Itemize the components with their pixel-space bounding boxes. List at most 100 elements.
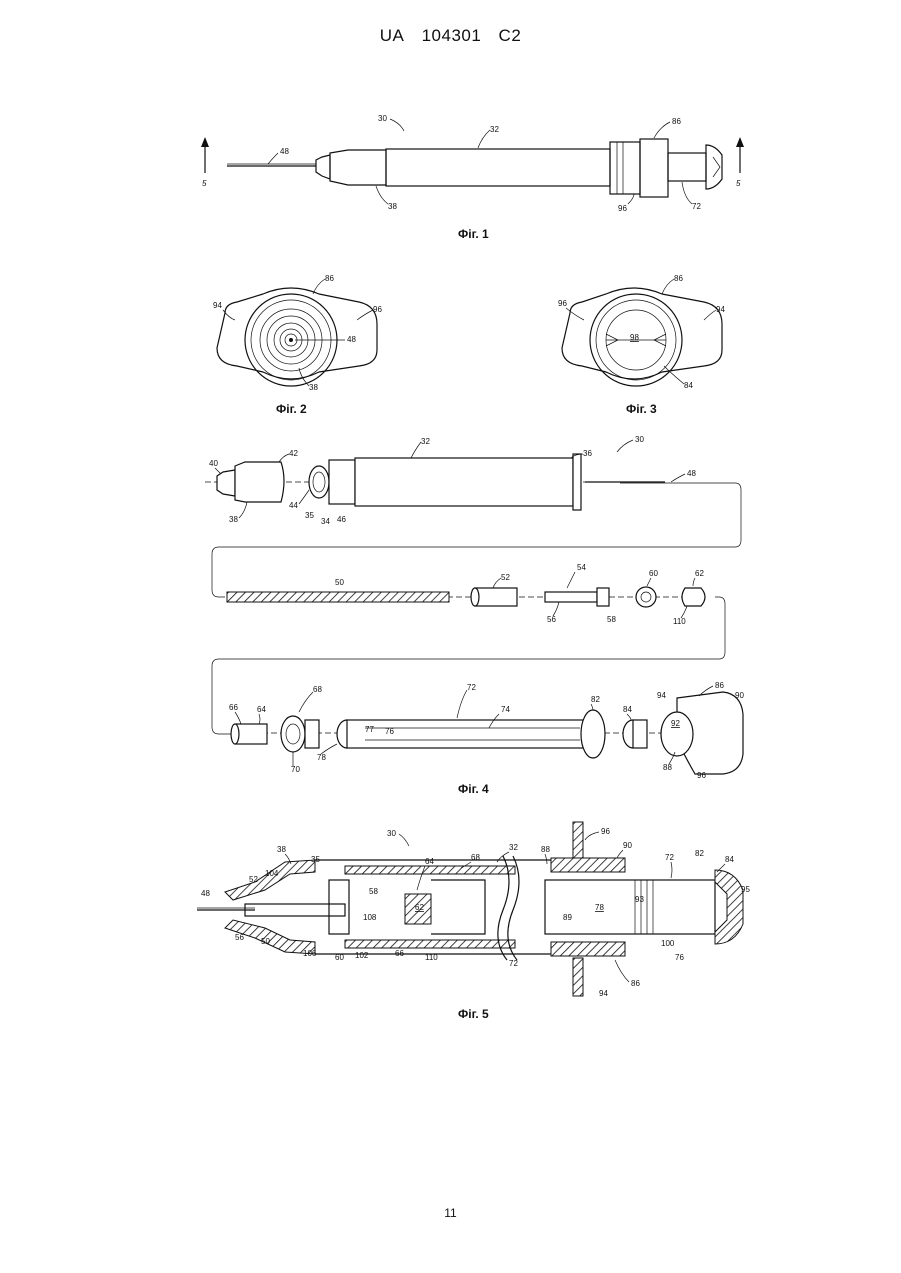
kind-code: C2 <box>499 26 522 45</box>
label: 94 <box>657 691 666 700</box>
grip-outline <box>217 288 377 379</box>
label: 84 <box>725 855 734 864</box>
label: 106 <box>303 949 317 958</box>
label: 110 <box>425 953 438 962</box>
label: 38 <box>277 845 286 854</box>
label: 86 <box>715 681 724 690</box>
label: 88 <box>663 763 672 772</box>
label: 72 <box>509 959 518 968</box>
label: 32 <box>421 437 430 446</box>
figure-1-drawing: 5 5 30 32 48 86 38 96 72 <box>190 105 760 220</box>
label: 48 <box>347 335 356 344</box>
needle-hub-part <box>217 470 235 496</box>
label: 90 <box>735 691 744 700</box>
label: 48 <box>201 889 210 898</box>
label: 72 <box>467 683 476 692</box>
label: 44 <box>289 501 298 510</box>
label: 96 <box>618 204 627 213</box>
label: 62 <box>695 569 704 578</box>
label: 64 <box>257 705 266 714</box>
label: 108 <box>363 913 377 922</box>
label: 82 <box>695 849 704 858</box>
figure-3-caption: Фіг. 3 <box>626 402 657 416</box>
label: 48 <box>687 469 696 478</box>
label: 96 <box>558 299 567 308</box>
label: 72 <box>692 202 701 211</box>
label: 62 <box>415 903 424 912</box>
label: 34 <box>321 517 330 526</box>
label: 96 <box>601 827 610 836</box>
label: 84 <box>623 705 632 714</box>
label: 42 <box>289 449 298 458</box>
label: 32 <box>509 843 518 852</box>
figure-5-caption: Фіг. 5 <box>458 1007 489 1021</box>
label: 92 <box>671 719 680 728</box>
label: 46 <box>337 515 346 524</box>
label: 76 <box>675 953 684 962</box>
grip-outline <box>562 288 722 379</box>
figure-2-caption: Фіг. 2 <box>276 402 307 416</box>
label: 74 <box>501 705 510 714</box>
label: 54 <box>577 563 586 572</box>
label: 104 <box>265 869 279 878</box>
figure-2-drawing: 86 94 96 48 38 <box>205 268 395 398</box>
label: 66 <box>395 949 404 958</box>
label: 50 <box>261 937 270 946</box>
label: 110 <box>673 617 686 626</box>
label: 77 <box>365 725 374 734</box>
label: 58 <box>369 887 378 896</box>
label: 56 <box>547 615 556 624</box>
label: 78 <box>317 753 326 762</box>
label: 76 <box>385 727 394 736</box>
label: 90 <box>623 841 632 850</box>
label: 94 <box>213 301 222 310</box>
label: 35 <box>311 855 320 864</box>
label: 40 <box>209 459 218 468</box>
label: 38 <box>388 202 397 211</box>
label: 82 <box>591 695 600 704</box>
label: 94 <box>599 989 608 998</box>
label: 86 <box>674 274 683 283</box>
label: 89 <box>563 913 572 922</box>
label: 56 <box>235 933 244 942</box>
section-label-left: 5 <box>202 179 207 188</box>
label: 96 <box>373 305 382 314</box>
finger-grip <box>610 142 640 194</box>
label: 48 <box>280 147 289 156</box>
label: 30 <box>387 829 396 838</box>
label: 60 <box>649 569 658 578</box>
page-number: 11 <box>0 1206 901 1220</box>
label: 84 <box>684 381 693 390</box>
label: 93 <box>635 895 644 904</box>
figure-4-caption: Фіг. 4 <box>458 782 489 796</box>
label: 86 <box>672 117 681 126</box>
figure-5-drawing: 30 38 35 32 64 68 88 96 90 72 82 84 104 … <box>195 820 765 1005</box>
label: 68 <box>313 685 322 694</box>
label: 38 <box>309 383 318 392</box>
figure-1-caption: Фіг. 1 <box>458 227 489 241</box>
label: 94 <box>716 305 725 314</box>
label: 70 <box>291 765 300 774</box>
label: 35 <box>305 511 314 520</box>
sleeve-52 <box>475 588 517 606</box>
patent-number: 104301 <box>422 26 482 45</box>
label: 50 <box>335 578 344 587</box>
label: 78 <box>595 903 604 912</box>
label: 64 <box>425 857 434 866</box>
country-code: UA <box>380 26 405 45</box>
label: 66 <box>229 703 238 712</box>
label: 72 <box>665 853 674 862</box>
section-label-right: 5 <box>736 179 741 188</box>
label: 52 <box>249 875 258 884</box>
label: 98 <box>630 333 639 342</box>
label: 36 <box>583 449 592 458</box>
figure-4-drawing: 32 36 30 48 40 42 44 35 34 46 38 50 52 5… <box>195 430 755 780</box>
needle-hub <box>316 155 330 179</box>
label: 95 <box>741 885 750 894</box>
figure-3-drawing: 86 96 94 98 84 <box>548 268 738 398</box>
label: 96 <box>697 771 706 780</box>
label: 38 <box>229 515 238 524</box>
label: 88 <box>541 845 550 854</box>
pin-54 <box>545 592 597 602</box>
